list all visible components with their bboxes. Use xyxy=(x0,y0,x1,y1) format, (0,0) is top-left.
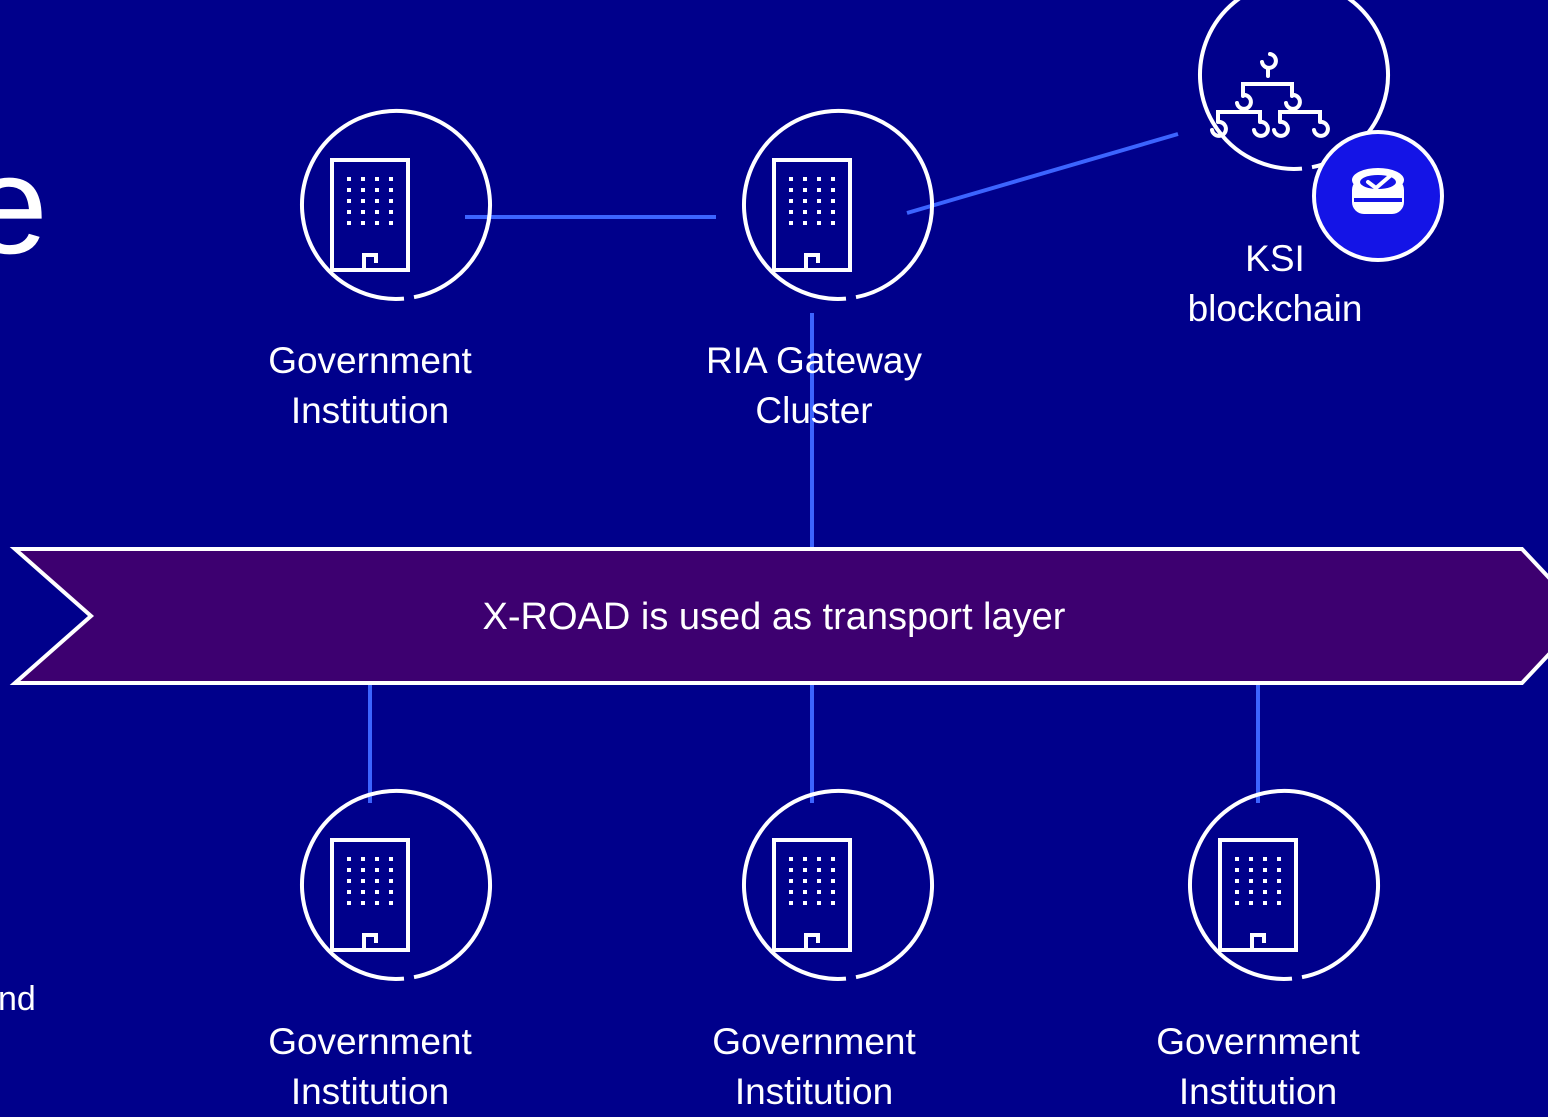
label-line-1: KSI xyxy=(1245,238,1305,279)
building-icon xyxy=(772,838,852,952)
label-gateway: RIA Gateway Cluster xyxy=(664,336,964,436)
connectors xyxy=(368,132,1260,803)
node-ksi xyxy=(1198,0,1444,262)
transport-layer-banner xyxy=(9,547,1548,685)
label-gov-bottom-2: Government Institution xyxy=(664,1017,964,1117)
cutoff-body-text: nd xyxy=(0,980,36,1018)
label-gov-bottom-3: Government Institution xyxy=(1108,1017,1408,1117)
building-icon xyxy=(330,158,410,272)
label-line-1: Government xyxy=(1156,1021,1360,1062)
label-line-1: Government xyxy=(268,1021,472,1062)
label-line-2: Institution xyxy=(290,1071,450,1112)
label-line-2: Institution xyxy=(1178,1071,1338,1112)
building-icon xyxy=(1218,838,1298,952)
banner-label: X-ROAD is used as transport layer xyxy=(482,596,1066,638)
label-gov-top: Government Institution xyxy=(220,336,520,436)
network-tree-icon xyxy=(1210,52,1330,138)
node-gov-bottom-2 xyxy=(742,788,934,981)
label-line-1: Government xyxy=(712,1021,916,1062)
label-line-1: Government xyxy=(268,340,472,381)
node-gov-top xyxy=(300,108,492,301)
label-gov-bottom-1: Government Institution xyxy=(220,1017,520,1117)
building-icon xyxy=(772,158,852,272)
node-gov-bottom-3 xyxy=(1188,788,1380,981)
node-gov-bottom-1 xyxy=(300,788,492,981)
cutoff-heading-glyph: e xyxy=(0,126,48,283)
label-line-1: RIA Gateway xyxy=(706,340,922,381)
label-line-2: Institution xyxy=(290,390,450,431)
node-gateway xyxy=(742,108,934,301)
label-line-2: Institution xyxy=(734,1071,894,1112)
ksi-badge xyxy=(1312,130,1444,262)
building-icon xyxy=(330,838,410,952)
database-check-icon xyxy=(1352,168,1404,214)
label-ksi: KSI blockchain xyxy=(1140,234,1410,334)
label-line-2: Cluster xyxy=(755,390,873,431)
connector-gateway-to-ksi xyxy=(906,132,1179,215)
label-line-2: blockchain xyxy=(1187,288,1363,329)
